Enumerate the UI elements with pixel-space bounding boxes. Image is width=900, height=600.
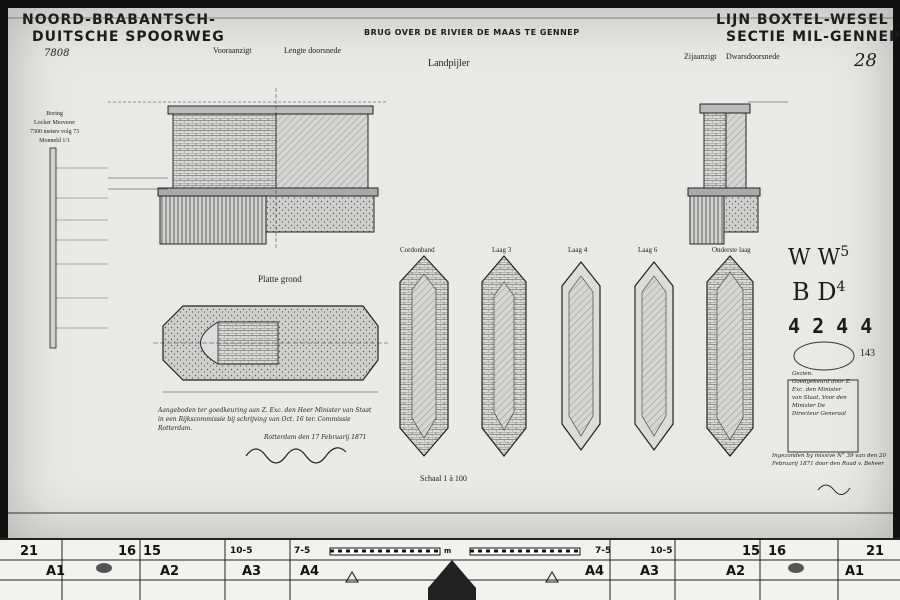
label-side-view: Zijaanzigt	[684, 52, 717, 61]
boring-line: 7300 meters volg 73	[30, 129, 80, 135]
stamp-ww-text: W W	[788, 245, 841, 271]
stamp-bd-sup: 4	[836, 279, 846, 295]
date-line: Rotterdam den 17 Februarij 1871	[264, 434, 367, 441]
layer-label: Laag 4	[568, 246, 588, 254]
scale-unit: m	[444, 547, 452, 555]
ruler-format: A1	[46, 564, 66, 579]
ruler-format: A2	[160, 564, 180, 579]
stamp-ww: W W5	[788, 244, 849, 270]
ruler-number: 15	[742, 544, 761, 559]
boring-line: Boring	[46, 111, 63, 117]
stamp-bd-text: B D	[792, 278, 837, 306]
railway-name-line1: NOORD-BRABANTSCH-	[22, 12, 216, 28]
approval-box-note: Gezien. Goedgekeurd door Z. Exc. den Min…	[792, 371, 852, 417]
submission-note: Ingezonden by missive N° 39 van den 20 F…	[772, 453, 886, 467]
ruler-format: A3	[640, 564, 660, 579]
oval-stamp	[793, 341, 855, 371]
side-number: 143	[860, 348, 875, 359]
label-plan: Platte grond	[258, 274, 302, 284]
section-name: SECTIE MIL-GENNEP	[726, 29, 900, 45]
pier-plan	[153, 305, 388, 393]
layer-plans	[399, 255, 754, 457]
layer-label: Laag 6	[638, 246, 658, 254]
measurement-ruler: 21 16 15 10-5 7-5 7-5 10-5 15 16 21 A1 A…	[0, 538, 900, 600]
ruler-number: 7-5	[294, 546, 311, 556]
ruler-format: A4	[300, 564, 320, 579]
label-landpijler: Landpijler	[428, 58, 470, 69]
ruler-number: 10-5	[650, 546, 673, 556]
scale-label: Schaal 1 à 100	[420, 474, 467, 483]
ruler-number: 10-5	[230, 546, 253, 556]
ruler-format: A2	[726, 564, 746, 579]
boring-line: Locker Mesverer	[34, 120, 76, 126]
sheet-number: 28	[854, 50, 877, 71]
ruler-format: A4	[585, 564, 605, 579]
ruler-format: A3	[242, 564, 262, 579]
layer-label: Cordonband	[400, 246, 435, 254]
signature-right	[817, 484, 851, 495]
line-name: LIJN BOXTEL-WESEL	[716, 12, 889, 28]
approval-box	[787, 379, 859, 453]
label-front-view: Vooraanzigt	[213, 46, 252, 55]
stamp-bd: B D4	[792, 278, 845, 306]
signature	[245, 447, 347, 464]
ruler-format: A1	[845, 564, 865, 579]
drawing-title: BRUG OVER DE RIVIER DE MAAS TE GENNEP	[364, 28, 580, 37]
approval-note: Aangeboden ter goedkeuring aan Z. Exc. d…	[158, 407, 372, 432]
boring-column	[49, 147, 108, 349]
pier-side-view	[687, 101, 788, 245]
boring-legend: Boring Locker Mesverer 7300 meters volg …	[30, 110, 79, 146]
layer-label: Onderste laag	[712, 246, 751, 254]
archive-reference: 7808	[44, 48, 70, 59]
pier-elevation	[108, 88, 388, 248]
boring-line: Monneld 1/1	[39, 138, 70, 144]
stamp-number: 4 2 4 4	[788, 314, 873, 338]
ruler-number: 16	[118, 544, 137, 559]
stamp-ww-sup: 5	[840, 244, 850, 260]
railway-name-line2: DUITSCHE SPOORWEG	[32, 29, 225, 45]
ruler-number: 7-5	[595, 546, 612, 556]
ruler-number: 16	[768, 544, 787, 559]
label-longitudinal-section: Lengte doorsnede	[284, 46, 342, 55]
label-cross-section: Dwarsdoorsnede	[726, 52, 780, 61]
ruler-number: 21	[20, 544, 39, 559]
layer-label: Laag 3	[492, 246, 512, 254]
drawing-linework	[8, 17, 893, 514]
ruler-number: 15	[143, 544, 162, 559]
drawing-sheet: NOORD-BRABANTSCH- DUITSCHE SPOORWEG 7808…	[8, 8, 899, 538]
ruler-number: 21	[866, 544, 885, 559]
